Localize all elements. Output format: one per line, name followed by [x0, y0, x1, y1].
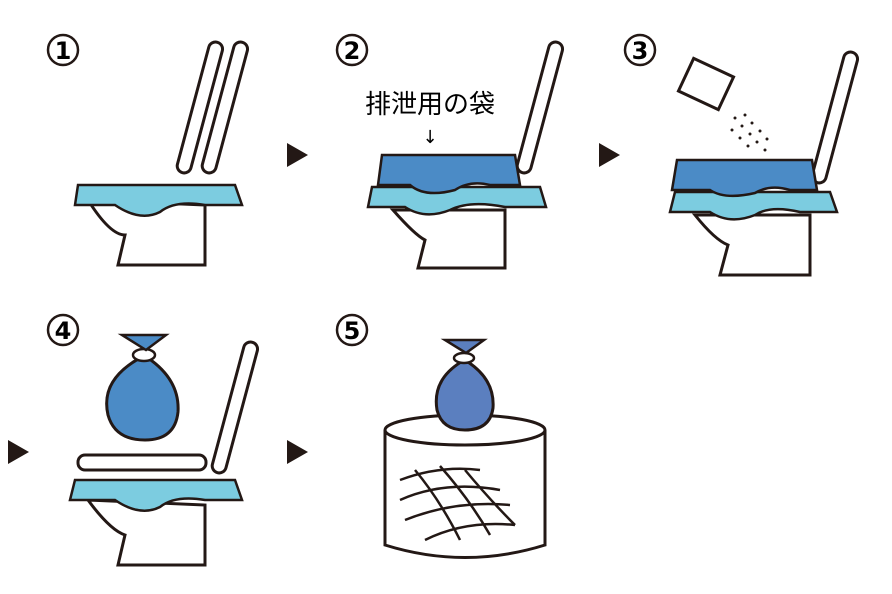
svg-text:1: 1: [55, 37, 72, 65]
powder-dots: [730, 113, 769, 152]
toilet-seat: [668, 190, 839, 221]
trash-can-body: [383, 430, 547, 559]
step-3-toilet: [668, 50, 860, 277]
toilet-seat: [366, 185, 548, 216]
toilet-lid: [210, 340, 260, 475]
step-4-toilet: [68, 333, 260, 567]
waste-bag-sheet: [670, 158, 819, 198]
svg-text:3: 3: [632, 37, 649, 65]
toilet-lid-closed: [76, 453, 208, 472]
toilet-seat: [73, 183, 244, 217]
svg-text:4: 4: [55, 317, 72, 345]
step-1-toilet: [73, 40, 250, 267]
tied-bag: [434, 338, 495, 432]
down-arrow-icon: ↓: [422, 127, 437, 148]
step-2-toilet: 排泄用の袋 ↓: [365, 40, 565, 270]
toilet-lid: [515, 40, 565, 175]
svg-text:2: 2: [344, 37, 361, 65]
next-arrow-icon: [8, 440, 29, 464]
step-number-4: 4: [46, 313, 80, 347]
toilet-bowl: [85, 198, 207, 267]
bag-label: 排泄用の袋: [365, 90, 495, 120]
step-number-1: 1: [46, 33, 80, 67]
trash-can-net: [399, 465, 516, 542]
step-5-trash-can: [383, 338, 547, 559]
next-arrow-icon: [287, 440, 308, 464]
svg-text:5: 5: [344, 317, 361, 345]
absorbent-packet: [676, 56, 736, 112]
toilet-lid: [175, 40, 225, 175]
next-arrow-icon: [599, 143, 620, 167]
toilet-lid: [810, 50, 860, 185]
waste-bag-sheet: [376, 153, 522, 195]
tied-bag: [105, 333, 180, 442]
toilet-lid: [200, 40, 250, 175]
toilet-seat: [68, 478, 244, 512]
step-number-5: 5: [335, 313, 369, 347]
step-number-2: 2: [335, 33, 369, 67]
toilet-bowl: [691, 213, 812, 277]
toilet-bowl: [389, 208, 507, 270]
toilet-bowl: [84, 498, 207, 567]
step-number-3: 3: [623, 33, 657, 67]
next-arrow-icon: [287, 143, 308, 167]
